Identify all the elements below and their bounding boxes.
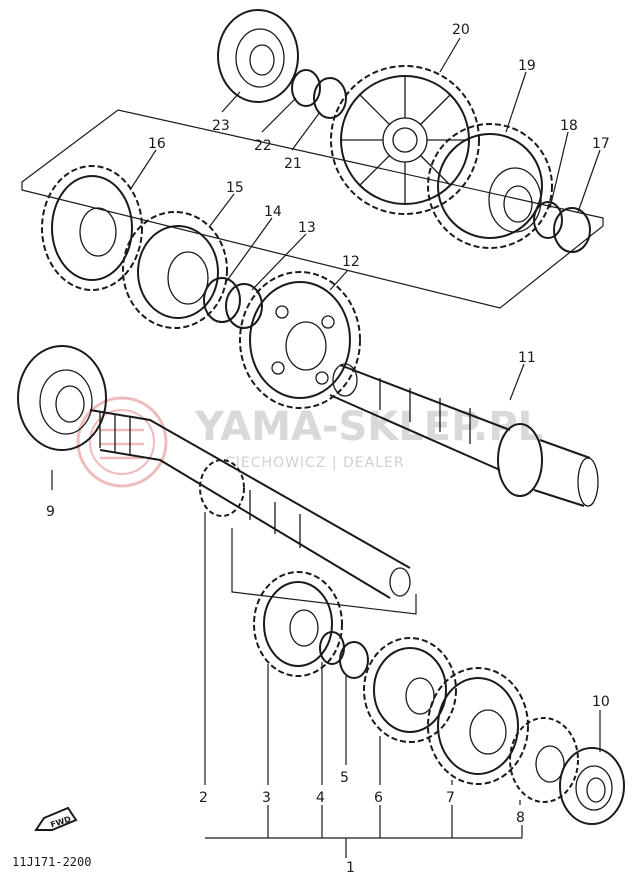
- watermark: YAMA-SKLEP.PL CIECHOWICZ | DEALER: [76, 396, 543, 488]
- leader-lines: [51, 37, 601, 858]
- callout-15: 15: [226, 180, 244, 196]
- callout-7: 7: [446, 790, 455, 806]
- part-9-bearing: [17, 345, 107, 451]
- callout-13: 13: [298, 220, 316, 236]
- callout-22: 22: [254, 138, 272, 154]
- part-22-circlip: [291, 69, 321, 107]
- part-6-gear: [363, 637, 457, 743]
- part-12-gear: [239, 271, 361, 409]
- callout-9: 9: [46, 504, 55, 520]
- callout-12: 12: [342, 254, 360, 270]
- callout-18: 18: [560, 118, 578, 134]
- part-15-gear: [122, 211, 228, 329]
- part-10-bearing: [559, 747, 625, 825]
- part-21-washer: [313, 77, 347, 119]
- callout-23: 23: [212, 118, 230, 134]
- callout-17: 17: [592, 136, 610, 152]
- callout-20: 20: [452, 22, 470, 38]
- part-8-gear: [509, 717, 579, 803]
- main-axle: [89, 409, 411, 599]
- part-13-washer: [225, 283, 263, 329]
- part-11-shaft: [329, 363, 599, 507]
- callout-4: 4: [316, 790, 325, 806]
- callout-3: 3: [262, 790, 271, 806]
- callout-2: 2: [199, 790, 208, 806]
- part-18-circlip: [533, 201, 563, 239]
- part-7-gear: [427, 667, 529, 785]
- callouts: 1 2 3 4 5 6 7 8 9 10 11 12 13 14 15 16 1…: [46, 22, 610, 876]
- group-outline-lower: [231, 528, 417, 615]
- callout-10: 10: [592, 694, 610, 710]
- watermark-subtitle: CIECHOWICZ | DEALER: [225, 455, 405, 471]
- part-23-bearing: [217, 9, 299, 103]
- group-outline-upper: [21, 109, 604, 309]
- watermark-brand: YAMA-SKLEP.PL: [194, 404, 543, 450]
- fwd-badge: FWD: [34, 806, 78, 831]
- callout-6: 6: [374, 790, 383, 806]
- part-20-gear: [330, 65, 480, 215]
- part-16-gear: [41, 165, 143, 291]
- part-19-gear: [427, 123, 553, 249]
- callout-1: 1: [346, 860, 355, 876]
- callout-19: 19: [518, 58, 536, 74]
- drawing-number: 11J171-2200: [12, 855, 91, 869]
- part-14-bushing: [203, 277, 241, 323]
- callout-16: 16: [148, 136, 166, 152]
- callout-5: 5: [340, 770, 349, 786]
- part-5-washer: [339, 641, 369, 679]
- callout-8: 8: [516, 810, 525, 826]
- callout-14: 14: [264, 204, 282, 220]
- part-3-gear: [253, 571, 343, 677]
- callout-21: 21: [284, 156, 302, 172]
- watermark-logo: [76, 396, 168, 488]
- callout-11: 11: [518, 350, 536, 366]
- part-17-washer: [553, 207, 591, 253]
